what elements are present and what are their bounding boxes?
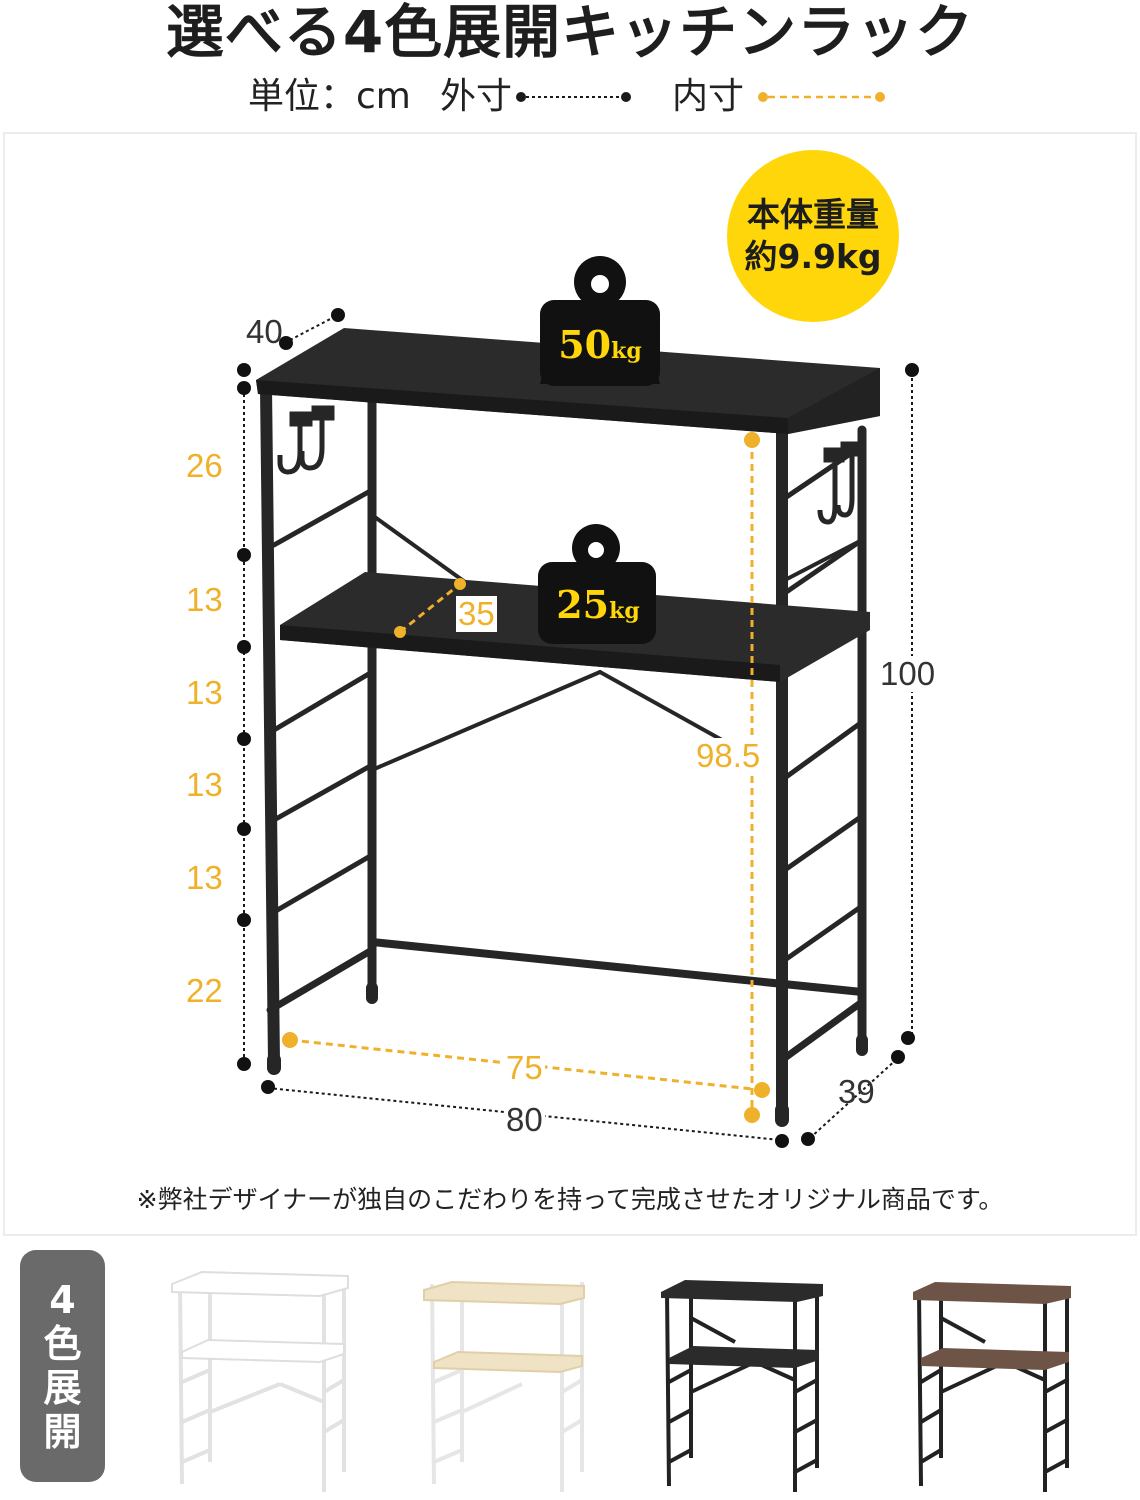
outer-depth-value: 39 [838, 1073, 875, 1110]
middle-shelf-load-unit: kg [609, 598, 640, 624]
brown-rack-thumbnail [913, 1282, 1071, 1492]
weight-50kg-icon [540, 256, 660, 386]
inner-label: 内寸 [672, 76, 745, 117]
top-shelf-load: 50kg [548, 322, 652, 367]
inner-width-value: 75 [504, 1049, 545, 1086]
top-shelf-load-value: 50 [558, 322, 612, 367]
body-weight-label: 本体重量 [747, 195, 879, 234]
outer-dimension-lines [243, 315, 913, 1141]
top-shelf-load-unit: kg [611, 338, 642, 364]
dimension-legend: 単位：cm 外寸 内寸 [0, 72, 1140, 122]
colors-tag-char-3: 展 [43, 1366, 82, 1410]
middle-shelf-load-value: 25 [556, 582, 610, 627]
outer-dimension-line-icon [516, 92, 631, 102]
shelf-spacing-6: 22 [186, 972, 223, 1009]
outer-dimension-dots [237, 308, 919, 1148]
left-hooks [277, 405, 335, 475]
top-depth-value: 40 [246, 313, 283, 350]
shelf-spacing-4: 13 [186, 766, 223, 803]
shelf-spacing-3: 13 [186, 674, 223, 711]
white-rack-thumbnail [171, 1270, 349, 1492]
inner-dimension-lines [289, 440, 763, 1115]
body-weight-badge: 本体重量 約9.9kg [727, 150, 899, 322]
outer-label: 外寸 [440, 76, 513, 117]
inner-depth-value: 35 [456, 595, 497, 632]
rack-diagram [237, 256, 919, 1148]
right-hooks [817, 441, 862, 525]
body-weight-value: 約9.9kg [744, 237, 882, 276]
colors-tag-char-2: 色 [43, 1322, 82, 1366]
natural-rack-thumbnail [423, 1280, 585, 1492]
colors-tag-char-4: 開 [43, 1410, 82, 1454]
design-note: ※弊社デザイナーが独自のこだわりを持って完成させたオリジナル商品です。 [136, 1185, 1004, 1214]
colors-tag-char-1: 4 [49, 1278, 76, 1322]
inner-dimension-dots [282, 432, 770, 1123]
page-title: 選べる4色展開キッチンラック [165, 0, 975, 66]
outer-width-value: 80 [504, 1101, 545, 1138]
middle-shelf-load: 25kg [546, 582, 650, 627]
weight-25kg-icon [538, 524, 656, 644]
shelf-spacing-2: 13 [186, 581, 223, 618]
shelf-spacing-5: 13 [186, 859, 223, 896]
outer-height-value: 100 [878, 655, 938, 692]
unit-label: 単位：cm [248, 76, 411, 117]
front-left-post [260, 382, 280, 1068]
inner-height-value: 98.5 [694, 737, 763, 774]
four-colors-tag: 4 色 展 開 [20, 1250, 105, 1482]
shelf-spacing-1: 26 [186, 447, 223, 484]
black-rack-thumbnail [661, 1280, 823, 1492]
inner-dimension-line-icon [758, 92, 885, 102]
